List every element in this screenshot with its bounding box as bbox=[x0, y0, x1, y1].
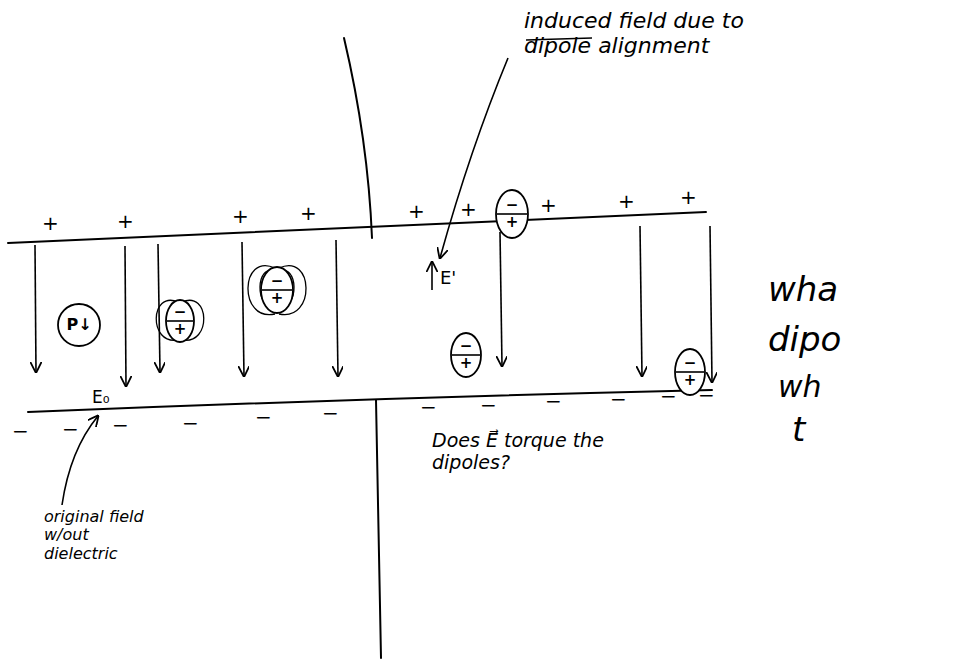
plate-charge: wha bbox=[768, 270, 838, 309]
plate-charge: − bbox=[112, 414, 129, 437]
dipole-molecule: −+ bbox=[495, 189, 529, 239]
charge-sign: − bbox=[460, 339, 473, 354]
leader-line bbox=[62, 416, 98, 505]
plate-charge: − bbox=[255, 406, 272, 429]
field-arrow bbox=[336, 240, 338, 376]
plate-charge: + bbox=[300, 202, 317, 225]
polarization-circle: P↓ bbox=[57, 303, 101, 347]
dipole-molecule: −+ bbox=[450, 332, 482, 378]
node-ellipse bbox=[451, 333, 481, 377]
plate-charge: − bbox=[698, 384, 715, 407]
plate-charge: E' bbox=[440, 268, 456, 289]
field-arrow bbox=[242, 242, 244, 376]
node-ellipse bbox=[496, 190, 528, 238]
plate-charge: − bbox=[660, 385, 677, 408]
plate-charge: + bbox=[117, 210, 134, 233]
plate-charge: − bbox=[182, 412, 199, 435]
plate-charge: t bbox=[792, 410, 805, 449]
bottom-plate bbox=[28, 390, 712, 412]
plate-charge: + bbox=[42, 212, 59, 235]
field-arrow bbox=[125, 246, 126, 386]
plate-charge: + bbox=[540, 194, 557, 217]
plate-charge: − bbox=[322, 402, 339, 425]
plate-charge: + bbox=[408, 200, 425, 223]
field-arrow bbox=[640, 226, 642, 376]
plate-charge: − bbox=[480, 394, 497, 417]
field-arrow bbox=[500, 232, 502, 366]
node-ellipse bbox=[58, 304, 100, 346]
charge-sign: + bbox=[506, 215, 519, 230]
plate-charge: E₀ bbox=[92, 388, 110, 408]
annotation-note: induced field due to dipole alignment bbox=[524, 8, 764, 59]
field-arrow bbox=[710, 226, 712, 382]
polarization-label: P↓ bbox=[66, 317, 91, 333]
node-outline bbox=[495, 189, 529, 239]
plate-charge: + bbox=[618, 190, 635, 213]
top-plate bbox=[8, 212, 706, 243]
plate-charge: − bbox=[62, 418, 79, 441]
node-ellipse bbox=[166, 300, 194, 342]
charge-sign: + bbox=[174, 322, 187, 337]
plate-charge: + bbox=[232, 205, 249, 228]
plate-charge: − bbox=[545, 390, 562, 413]
charge-sign: − bbox=[271, 274, 284, 289]
charge-sign: − bbox=[174, 305, 187, 320]
plate-charge: − bbox=[610, 388, 627, 411]
divider-line bbox=[376, 400, 381, 658]
charge-sign: + bbox=[271, 291, 284, 306]
annotation-note: original field w/out dielectric bbox=[44, 508, 156, 563]
dipole-molecule: −+ bbox=[260, 266, 294, 314]
plate-charge: − bbox=[420, 396, 437, 419]
divider-line bbox=[344, 38, 372, 238]
induced-field-arrow bbox=[431, 262, 433, 290]
plate-charge: wh bbox=[778, 370, 822, 405]
plate-charge: + bbox=[680, 186, 697, 209]
plate-charge: − bbox=[12, 420, 29, 443]
charge-sign: − bbox=[684, 356, 697, 371]
node-ellipse bbox=[261, 267, 293, 313]
annotation-note: Does E⃗ torque the dipoles? bbox=[432, 430, 682, 474]
charge-sign: − bbox=[506, 198, 519, 213]
dipole-molecule: −+ bbox=[165, 299, 195, 343]
field-arrow bbox=[35, 245, 36, 372]
plate-charge: dipo bbox=[768, 320, 841, 359]
plate-charge: + bbox=[460, 198, 477, 221]
leader-line bbox=[440, 58, 508, 258]
charge-sign: + bbox=[684, 373, 697, 388]
charge-sign: + bbox=[460, 356, 473, 371]
